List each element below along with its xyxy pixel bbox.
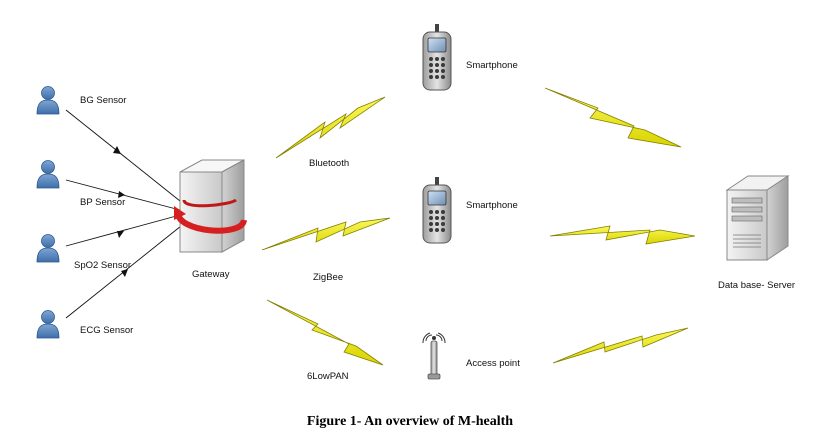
device-label: Smartphone [466,60,518,71]
link-label-zigbee: ZigBee [313,272,343,283]
link-label-6lowpan: 6LowPAN [307,371,349,382]
device-smartphone-2: Smartphone [422,176,518,244]
arrow-head [118,191,125,198]
device-smartphone-1: Smartphone [422,23,518,91]
lightning-icon [261,217,391,251]
gateway: Gateway [174,159,247,280]
sensor-label: ECG Sensor [80,325,133,336]
person-icon [36,86,60,115]
lightning-icon [544,87,682,148]
figure-caption: Figure 1- An overview of M-health [307,414,513,429]
sensor-label: BG Sensor [80,95,126,106]
person-icon [36,310,60,339]
sensor-spo2: SpO2 Sensor [36,234,131,271]
sensor-bg: BG Sensor [36,86,126,115]
sensor-bp: BP Sensor [36,160,125,208]
arrow-head [121,269,128,277]
smartphone-icon [422,23,452,91]
arrow-head [117,231,124,238]
sensor-label: BP Sensor [80,197,125,208]
sensor-label: SpO2 Sensor [74,260,131,271]
server-label: Data base- Server [718,280,795,291]
gateway-box-icon [174,159,247,253]
sensor-ecg: ECG Sensor [36,310,133,339]
device-access-point: Access point [422,332,520,380]
gateway-label: Gateway [192,269,230,280]
device-label: Access point [466,358,520,369]
lightning-icon [549,225,696,245]
wireless-links [261,87,696,366]
lightning-icon [552,327,689,364]
connector-line [65,109,186,206]
server: Data base- Server [718,175,795,291]
person-icon [36,234,60,263]
device-label: Smartphone [466,200,518,211]
lightning-icon [275,96,386,159]
lightning-icon [266,299,384,366]
server-icon [725,175,790,261]
connector-line [65,214,181,247]
sync-arrow [175,211,247,234]
arrow-head [113,146,121,154]
person-icon [36,160,60,189]
link-label-bluetooth: Bluetooth [309,158,349,169]
antenna-icon [422,332,446,380]
smartphone-icon [422,176,452,244]
sensor-connections [65,109,187,319]
